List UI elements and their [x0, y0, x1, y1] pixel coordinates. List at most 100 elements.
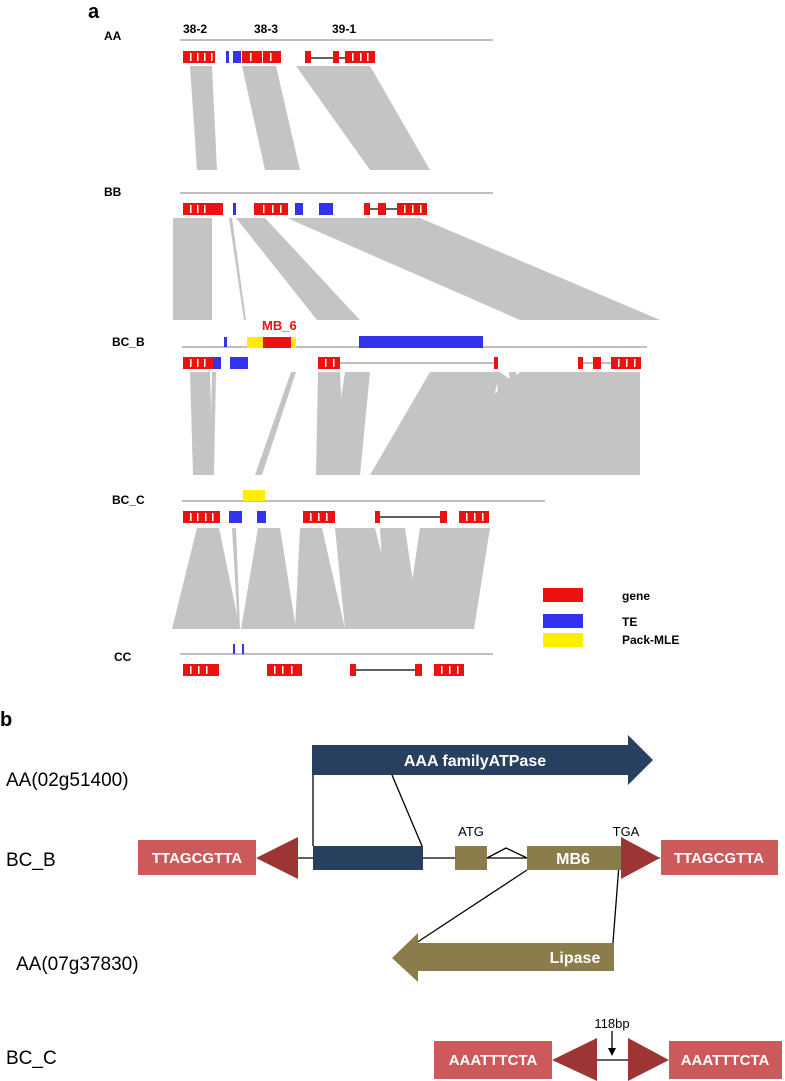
gap-label: 118bp: [594, 1016, 629, 1031]
column-label-39-1: 39-1: [332, 22, 356, 36]
atpase-fragment: [313, 846, 423, 870]
atg-label: ATG: [458, 824, 484, 839]
column-label-38-2: 38-2: [183, 22, 207, 36]
exon-separator: [190, 513, 192, 521]
row-label-bc-b: BC_B: [112, 335, 145, 349]
tir-box-right: [661, 840, 778, 875]
synteny-band: [255, 372, 296, 475]
exon-separator: [197, 513, 199, 521]
row-label-aa: AA: [104, 29, 122, 43]
legend-pack-mle-label: Pack-MLE: [622, 633, 679, 647]
row-label-cc: CC: [114, 650, 132, 664]
synteny-band: [190, 66, 217, 170]
exon-separator: [211, 53, 213, 61]
exon-separator: [291, 666, 293, 674]
tga-label: TGA: [613, 824, 640, 839]
tir-arrow-left: [256, 837, 298, 879]
legend: gene TE Pack-MLE: [543, 588, 679, 647]
column-label-38-3: 38-3: [254, 22, 278, 36]
gene-box: [183, 664, 219, 676]
exon-separator: [190, 53, 192, 61]
gene-box: [440, 511, 447, 523]
gene-box: [183, 511, 220, 523]
exon-separator: [212, 513, 214, 521]
exon-separator: [282, 666, 284, 674]
bc-c-tir-arrow-left: [552, 1038, 597, 1081]
synteny-band: [172, 528, 240, 629]
exon-separator: [190, 666, 192, 674]
synteny-band: [255, 66, 300, 170]
synteny-bands: [172, 66, 660, 629]
legend-gene-swatch: [543, 588, 583, 602]
synteny-band: [173, 218, 212, 320]
exon-separator: [318, 513, 320, 521]
gene-box: [494, 357, 498, 369]
row-label-bc-c: BC_C: [112, 493, 145, 507]
bc-c-tir-box-right: [669, 1041, 782, 1079]
exon-separator: [634, 359, 636, 367]
gene-box: [415, 664, 422, 676]
aaa-atpase-arrow: [312, 735, 653, 785]
aa-02g51400-label: AA(02g51400): [6, 770, 129, 791]
exon-separator: [367, 53, 369, 61]
exon-separator: [474, 513, 476, 521]
synteny-band: [190, 372, 213, 475]
gene-box: [364, 203, 370, 215]
exon-separator: [482, 513, 484, 521]
aa-07g37830-label: AA(07g37830): [16, 954, 139, 975]
tir-box-left: [138, 840, 256, 875]
gene-box: [593, 357, 601, 369]
bc-b-label: BC_B: [6, 850, 56, 871]
te-box: [233, 203, 236, 215]
panel-a-label: a: [88, 1, 100, 23]
row-label-bb: BB: [104, 185, 122, 199]
exon-separator: [263, 205, 265, 213]
exon-separator: [197, 205, 199, 213]
synteny-band: [330, 66, 430, 170]
bc-c-tir-right-label: AAATTTCTA: [681, 1052, 770, 1069]
synteny-band: [242, 66, 282, 170]
gene-box: [254, 203, 288, 215]
gene-box: [375, 511, 380, 523]
synteny-band: [241, 528, 296, 629]
exon-separator: [404, 205, 406, 213]
pack-mle-box: [291, 337, 296, 348]
gene-box: [318, 357, 340, 369]
synteny-band: [232, 528, 240, 629]
gene-box: [305, 51, 311, 63]
bc-c-label: BC_C: [6, 1048, 57, 1069]
gene-box: [333, 51, 339, 63]
aaa-atpase-label: AAA familyATPase: [404, 753, 546, 770]
legend-pack-mle-swatch: [543, 633, 583, 647]
gene-box: [350, 664, 356, 676]
lipase-arrow: [392, 933, 614, 982]
te-box: [233, 644, 235, 654]
synteny-band: [330, 372, 370, 475]
exon-separator: [197, 53, 199, 61]
te-box: [213, 357, 221, 369]
te-box: [359, 336, 483, 348]
gene-box: [267, 664, 302, 676]
synteny-band: [400, 372, 640, 475]
gene-box: [578, 357, 583, 369]
te-box: [295, 203, 303, 215]
exon-separator: [360, 53, 362, 61]
te-box: [229, 511, 242, 523]
legend-te-label: TE: [622, 615, 637, 629]
bc-c-tir-left-label: AAATTTCTA: [449, 1052, 538, 1069]
exon-separator: [412, 205, 414, 213]
mb6-exon-1: [455, 846, 487, 870]
exon-separator: [449, 666, 451, 674]
synteny-band: [295, 528, 345, 629]
exon-separator: [420, 205, 422, 213]
exon-separator: [272, 205, 274, 213]
lipase-label: Lipase: [550, 950, 601, 967]
tir-right-label: TTAGCGTTA: [674, 850, 764, 867]
exon-separator: [204, 53, 206, 61]
mapping-lines: [312, 774, 621, 956]
pack-mle-box: [243, 490, 265, 501]
te-box: [224, 337, 227, 347]
exon-separator: [618, 359, 620, 367]
te-box: [230, 357, 248, 369]
